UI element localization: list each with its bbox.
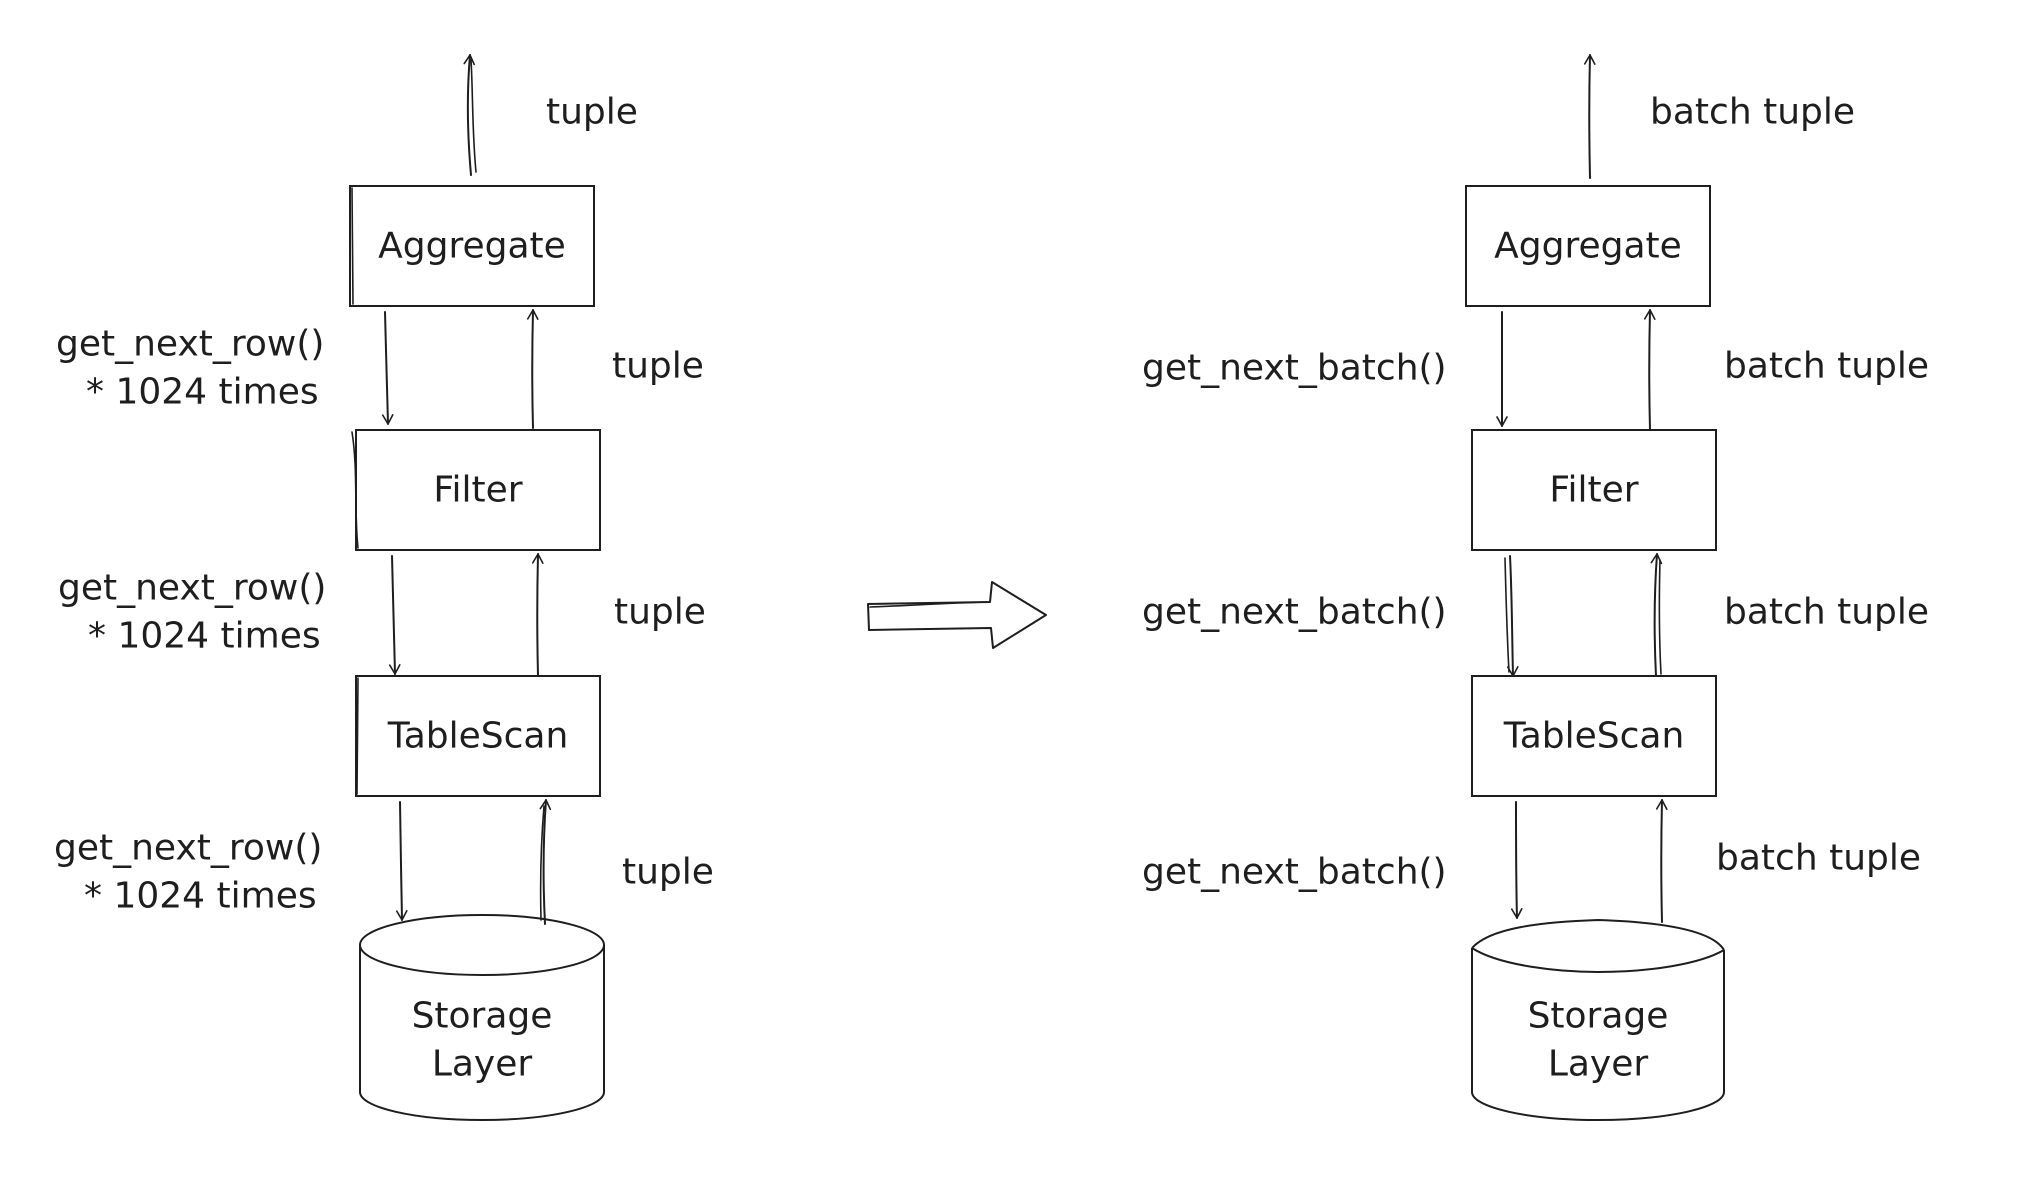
left-tablescan-box: TableScan	[355, 675, 601, 797]
right-aggregate-box: Aggregate	[1465, 185, 1711, 307]
left-return-label-3: tuple	[622, 852, 714, 893]
right-filter-box: Filter	[1471, 429, 1717, 551]
right-return-arrow-3	[1655, 799, 1668, 923]
right-storage-label-line2: Layer	[1548, 1044, 1649, 1085]
left-call-label-3-line2: * 1024 times	[84, 876, 317, 917]
right-return-label-1: batch tuple	[1724, 346, 1929, 387]
right-return-arrow-2	[1650, 553, 1663, 677]
right-call-label-3: get_next_batch()	[1142, 852, 1447, 893]
left-return-arrow-2	[531, 553, 544, 677]
right-tablescan-box: TableScan	[1471, 675, 1717, 797]
left-return-arrow-3	[539, 799, 552, 925]
left-return-label-1: tuple	[612, 346, 704, 387]
left-return-label-2: tuple	[614, 592, 706, 633]
right-aggregate-label: Aggregate	[1494, 226, 1682, 267]
left-storage-label-line2: Layer	[432, 1044, 533, 1085]
right-filter-label: Filter	[1549, 470, 1638, 511]
right-call-arrow-2	[1504, 555, 1519, 677]
right-tablescan-label: TableScan	[1503, 716, 1685, 757]
left-storage-cylinder: Storage Layer	[359, 914, 605, 1121]
right-pipeline: batch tuple Aggregate get_next_batch() b…	[1142, 54, 1929, 1121]
right-call-arrow-3	[1510, 801, 1523, 919]
left-aggregate-box: Aggregate	[349, 185, 595, 307]
right-return-label-2: batch tuple	[1724, 592, 1929, 633]
left-storage-label-line1: Storage	[412, 996, 553, 1037]
right-top-output-label: batch tuple	[1650, 92, 1855, 133]
right-output-arrow	[1583, 54, 1596, 179]
right-call-label-2: get_next_batch()	[1142, 592, 1447, 633]
transition-arrow	[867, 581, 1047, 649]
right-return-label-3: batch tuple	[1716, 838, 1921, 879]
left-filter-label: Filter	[433, 470, 522, 511]
left-call-label-1-line1: get_next_row()	[56, 324, 324, 365]
left-tablescan-label: TableScan	[387, 716, 569, 757]
left-call-label-2-line1: get_next_row()	[58, 568, 326, 609]
left-output-arrow	[463, 54, 477, 176]
left-pipeline: tuple Aggregate get_next_row() * 1024 ti…	[54, 54, 714, 1121]
left-call-label-3-line1: get_next_row()	[54, 828, 322, 869]
left-call-arrow-2	[388, 555, 401, 675]
left-call-label-2-line2: * 1024 times	[88, 616, 321, 657]
left-aggregate-label: Aggregate	[378, 226, 566, 267]
left-call-arrow-1	[381, 311, 394, 425]
right-storage-cylinder: Storage Layer	[1471, 918, 1725, 1121]
right-call-label-1: get_next_batch()	[1142, 348, 1447, 389]
right-return-arrow-1	[1643, 309, 1656, 431]
left-call-arrow-3	[395, 801, 408, 921]
left-filter-box: Filter	[351, 429, 601, 551]
left-return-arrow-1	[526, 309, 539, 429]
left-call-label-1-line2: * 1024 times	[86, 372, 319, 413]
right-storage-label-line1: Storage	[1528, 996, 1669, 1037]
left-top-output-label: tuple	[546, 92, 638, 133]
